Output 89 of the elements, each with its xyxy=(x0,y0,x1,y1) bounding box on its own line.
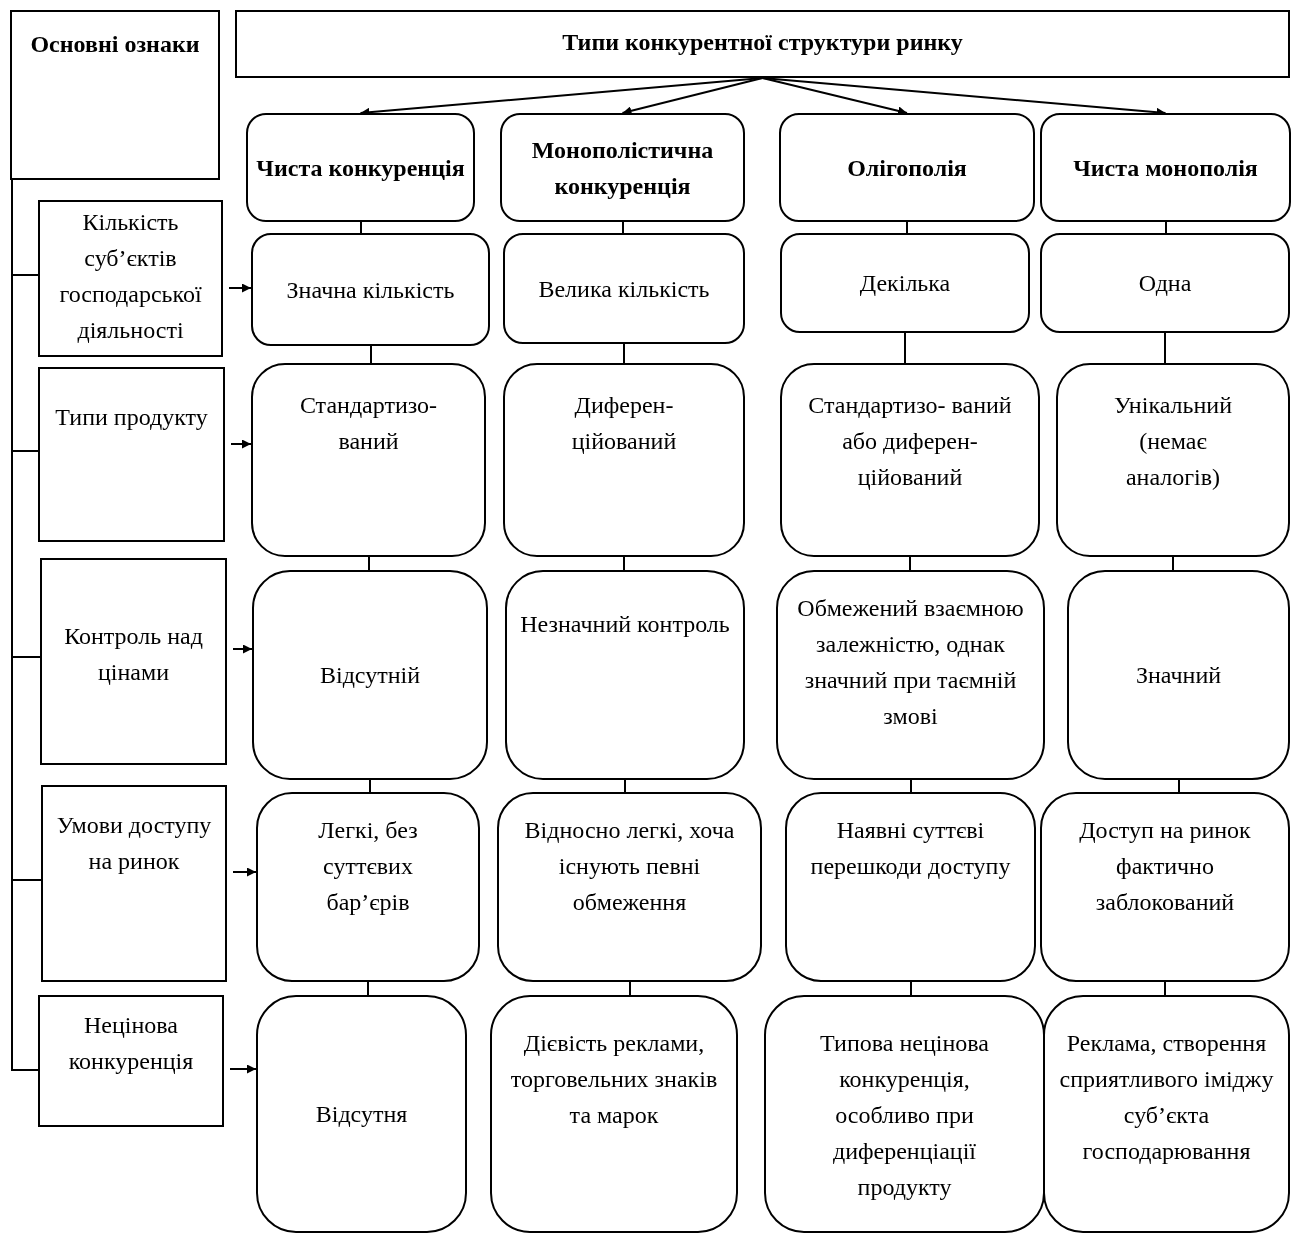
connector-line xyxy=(906,221,908,234)
connector-line xyxy=(369,779,371,793)
connector-line xyxy=(624,779,626,793)
box-text: Значний xyxy=(1135,661,1222,690)
value-box xyxy=(785,792,1036,982)
value-box xyxy=(1056,363,1290,557)
box-text: Унікальний (немає аналогів) xyxy=(1113,391,1233,492)
box-text: Диферен- ційований xyxy=(570,391,678,456)
box-text: Кількість суб’єктів господарської діяльності xyxy=(58,208,203,345)
box-text: Велика кількість xyxy=(538,274,710,304)
value-box xyxy=(780,363,1040,557)
arrow xyxy=(230,439,252,449)
value-box xyxy=(490,995,738,1233)
feature-box xyxy=(38,200,223,357)
arrow xyxy=(228,283,252,293)
connector-line xyxy=(1172,556,1174,571)
value-box xyxy=(251,363,486,557)
connector-line xyxy=(1165,221,1167,234)
heading-box xyxy=(10,10,220,180)
value-box xyxy=(503,233,745,344)
arrow xyxy=(232,867,257,877)
box-text: Типи продукту xyxy=(55,403,208,432)
connector-line xyxy=(622,221,624,234)
market-type-box xyxy=(500,113,745,222)
connector-line xyxy=(910,779,912,793)
box-text: Контроль над цінами xyxy=(63,622,204,687)
feature-box xyxy=(38,995,224,1127)
connector-line xyxy=(623,343,625,364)
value-box xyxy=(1043,995,1290,1233)
box-text: Умови доступу на ринок xyxy=(55,811,213,876)
value-box xyxy=(256,792,480,982)
value-box xyxy=(497,792,762,982)
box-text: Значна кількість xyxy=(286,275,455,305)
value-box xyxy=(256,995,467,1233)
value-box xyxy=(1040,792,1290,982)
box-text: Відсутній xyxy=(319,661,421,690)
value-box xyxy=(780,233,1030,333)
box-text: Доступ на ринок фактично заблокований xyxy=(1078,816,1252,917)
arrow xyxy=(229,1064,257,1074)
connector-line xyxy=(1178,779,1180,793)
box-text: Нецінова конкуренція xyxy=(67,1011,195,1076)
box-text: Декілька xyxy=(859,269,951,298)
feature-box xyxy=(40,558,227,765)
box-text: Обмежений взаємною залежністю, однак значний при таємній змові xyxy=(796,594,1025,731)
connector-line xyxy=(367,981,369,996)
connector-line xyxy=(370,345,372,364)
market-type-box xyxy=(246,113,475,222)
connector-line xyxy=(623,556,625,571)
heading-text: Чиста монополія xyxy=(1073,153,1258,183)
arrow xyxy=(621,77,764,116)
header-box xyxy=(235,10,1290,78)
heading-text: Олігополія xyxy=(847,153,967,183)
value-box xyxy=(764,995,1045,1233)
box-text: Стандартизо- ваний або диферен- ційований xyxy=(807,391,1013,492)
market-type-box xyxy=(779,113,1035,222)
box-text: Наявні суттєві перешкоди доступу xyxy=(809,816,1012,881)
box-text: Легкі, без суттєвих бар’єрів xyxy=(317,816,419,917)
box-text: Одна xyxy=(1138,269,1192,298)
connector-line xyxy=(1164,981,1166,996)
value-box xyxy=(1040,233,1290,333)
box-text: Стандартизо- ваний xyxy=(298,391,439,456)
box-text: Незначний контроль xyxy=(520,610,730,639)
box-text: Дієвість реклами, торговельних знаків та марок xyxy=(509,1029,719,1130)
value-box xyxy=(252,570,488,780)
connector-line xyxy=(910,981,912,996)
connector-line xyxy=(909,556,911,571)
box-text: Реклама, створення сприятливого іміджу суб’єкта господарювання xyxy=(1058,1029,1275,1166)
connector-line xyxy=(629,981,631,996)
market-type-box xyxy=(1040,113,1291,222)
heading-text: Монополістична конкуренція xyxy=(530,135,715,201)
box-text: Типова нецінова конкуренція, особливо при диференціації продукту xyxy=(819,1029,990,1202)
box-text: Відсутня xyxy=(315,1100,408,1129)
feature-box xyxy=(38,367,225,542)
arrow xyxy=(232,644,253,654)
value-box xyxy=(503,363,745,557)
connector-line xyxy=(904,332,906,364)
heading-text: Чиста конкуренція xyxy=(256,153,465,183)
arrow xyxy=(761,77,908,116)
connector-line xyxy=(368,556,370,571)
value-box xyxy=(1067,570,1290,780)
connector-line xyxy=(360,221,362,234)
value-box xyxy=(505,570,745,780)
connector-line xyxy=(1164,332,1166,364)
value-box xyxy=(776,570,1045,780)
value-box xyxy=(251,233,490,346)
heading-text: Типи конкурентної структури ринку xyxy=(562,28,963,57)
feature-box xyxy=(41,785,227,982)
box-text: Відносно легкі, хоча існують певні обмеження xyxy=(523,816,736,917)
heading-text: Основні ознаки xyxy=(30,30,200,59)
